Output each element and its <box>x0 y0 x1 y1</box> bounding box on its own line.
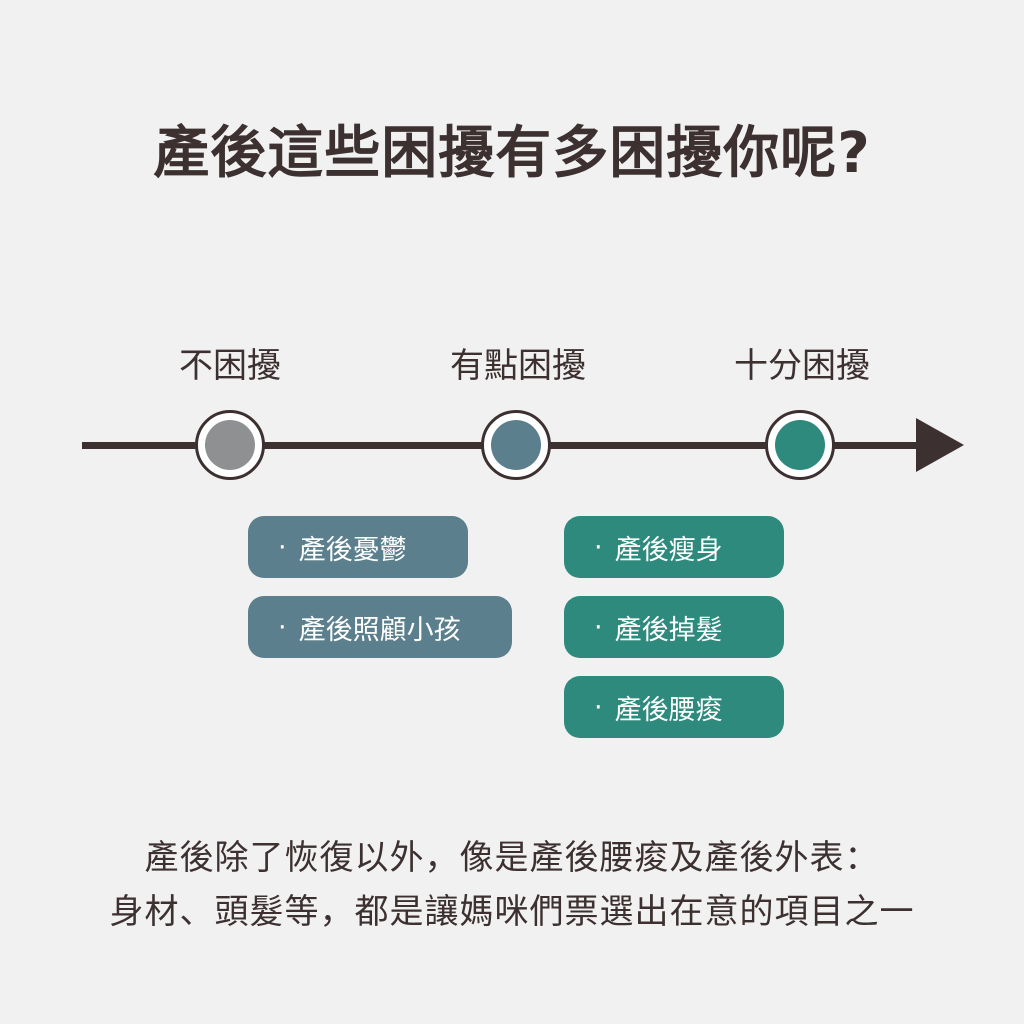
tag-label: 產後憂鬱 <box>298 534 407 566</box>
tag-postpartum-back-pain: · 產後腰痠 <box>564 676 784 738</box>
level-node-very-troubled <box>765 410 835 480</box>
tag-postpartum-hair-loss: · 產後掉髮 <box>564 596 784 658</box>
level-dot-gray <box>205 420 255 470</box>
level-node-somewhat-troubled <box>481 410 551 480</box>
level-dot-green <box>775 420 825 470</box>
level-dot-blue <box>491 420 541 470</box>
tag-label: 產後照顧小孩 <box>298 614 461 646</box>
arrow-right-icon <box>916 418 964 472</box>
level-node-not-troubled <box>195 410 265 480</box>
page-title: 產後這些困擾有多困擾你呢? <box>153 121 871 186</box>
level-label-not-troubled: 不困擾 <box>179 346 281 386</box>
caption-line-1: 產後除了恢復以外，像是產後腰痠及產後外表： <box>144 838 880 878</box>
tag-postpartum-childcare: · 產後照顧小孩 <box>248 596 512 658</box>
tag-label: 產後瘦身 <box>614 534 723 566</box>
tag-postpartum-weight-loss: · 產後瘦身 <box>564 516 784 578</box>
tag-postpartum-depression: · 產後憂鬱 <box>248 516 468 578</box>
bullet-mark: · <box>594 531 603 563</box>
caption-line-2: 身材、頭髮等，都是讓媽咪們票選出在意的項目之一 <box>109 892 915 932</box>
bullet-mark: · <box>594 611 603 643</box>
tag-label: 產後腰痠 <box>614 694 723 726</box>
bullet-mark: · <box>278 531 287 563</box>
bullet-mark: · <box>278 611 287 643</box>
bullet-mark: · <box>594 691 603 723</box>
tag-label: 產後掉髮 <box>614 614 723 646</box>
level-label-somewhat-troubled: 有點困擾 <box>450 346 586 386</box>
level-label-very-troubled: 十分困擾 <box>734 346 870 386</box>
